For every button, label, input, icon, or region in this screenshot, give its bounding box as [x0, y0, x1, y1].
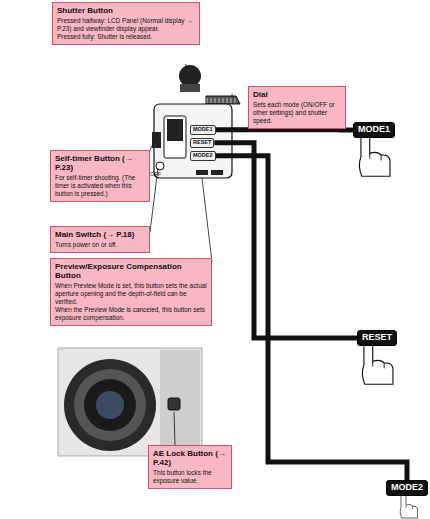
callout-heading: Shutter Button [57, 6, 195, 15]
callout-box: Shutter ButtonPressed halfway: LCD Panel… [52, 2, 200, 45]
callout-heading: AE Lock Button (→ P.42) [153, 449, 227, 467]
callout-box: Self-timer Button (→ P.23) For self-timer… [50, 150, 150, 202]
camera-button: RESET [190, 138, 214, 148]
callout-text: Pressed fully: Shutter is released. [57, 33, 195, 41]
hand-icon [359, 135, 390, 176]
camera-front-view [58, 348, 202, 456]
callout-box: Main Switch (→ P.18) Turns power on or of… [50, 226, 150, 253]
button-connector [214, 143, 357, 338]
callout-text: Turns power on or off. [55, 241, 145, 249]
button-label: RESET [193, 140, 211, 146]
callout-heading: Main Switch (→ P.18) [55, 230, 145, 239]
button-label: MODE2 [193, 153, 213, 159]
switch-label: OFF [150, 171, 161, 177]
callout-text: For self-timer shooting. (The timer is a… [55, 174, 145, 198]
camera-button: MODE2 [190, 151, 216, 161]
button-label: RESET [362, 333, 392, 343]
button-label: MODE1 [193, 127, 213, 133]
button-icon: MODE2 [386, 480, 428, 496]
camera-button: MODE1 [190, 125, 216, 135]
button-icon: RESET [357, 330, 397, 346]
callout-text: Pressed halfway: LCD Panel (Normal displ… [57, 17, 195, 33]
callout-text: Sets each mode (ON/OFF or other settings… [253, 101, 341, 125]
button-label: MODE2 [391, 483, 423, 493]
callout-text: When the Preview Mode is canceled, this … [55, 306, 207, 322]
button-connector [216, 156, 407, 480]
callout-box: Preview/Exposure Compensation ButtonWhen… [50, 258, 212, 326]
button-icon: MODE1 [353, 122, 395, 138]
callout-text: This button locks the exposure value. [153, 469, 227, 485]
callout-heading: Dial [253, 90, 341, 99]
callout-box: DialSets each mode (ON/OFF or other sett… [248, 86, 346, 129]
callout-text: When Preview Mode is set, this button se… [55, 282, 207, 306]
button-label: MODE1 [358, 125, 390, 135]
callout-box: AE Lock Button (→ P.42) This button locks… [148, 445, 232, 489]
leader-lines [150, 64, 232, 445]
camera-top-view [152, 65, 240, 178]
hand-icon [400, 495, 417, 519]
callout-heading: Self-timer Button (→ P.23) [55, 154, 145, 172]
hand-icon [362, 343, 393, 384]
callout-heading: Preview/Exposure Compensation Button [55, 262, 207, 280]
